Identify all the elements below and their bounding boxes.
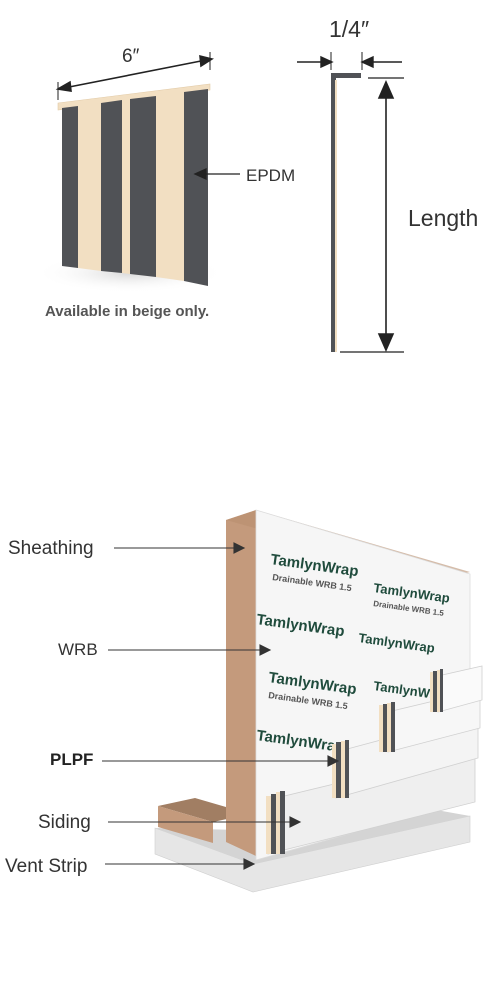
- epdm-leader-arrow: [193, 167, 240, 181]
- epdm-stripe-3: [130, 96, 156, 277]
- length-dimension-arrow: [340, 77, 404, 353]
- siding-label: Siding: [38, 812, 91, 833]
- beige-stripe-2: [122, 99, 130, 274]
- plpf-label: PLPF: [50, 750, 94, 769]
- beige-top-edge: [57, 83, 211, 111]
- vent-strip-label: Vent Strip: [5, 856, 88, 877]
- beige-stripe-3: [156, 92, 184, 281]
- epdm-stripe-1: [62, 106, 78, 268]
- wall-section-illustration: TamlynWrap TamlynWrap TamlynWrap TamlynW…: [102, 509, 483, 893]
- sheathing-edge: [226, 510, 256, 856]
- thickness-label: 1/4″: [329, 16, 370, 42]
- availability-note: Available in beige only.: [45, 303, 210, 320]
- epdm-stripe-4: [184, 89, 208, 286]
- width-dimension-arrow: [55, 52, 215, 100]
- sheathing-label: Sheathing: [8, 538, 94, 559]
- epdm-label: EPDM: [246, 166, 296, 185]
- thickness-dimension-arrows: [297, 52, 402, 70]
- width-label: 6″: [122, 46, 140, 67]
- beige-stripe-1: [78, 103, 101, 271]
- profile-view-illustration: [297, 52, 404, 353]
- product-strip-illustration: [40, 52, 240, 293]
- plpf-strip-2: [332, 740, 349, 798]
- leader-lines: [102, 542, 340, 870]
- plpf-strip-3: [379, 702, 395, 752]
- profile-cross-section: [331, 73, 361, 352]
- epdm-stripe-2: [101, 100, 122, 273]
- length-label: Length: [408, 205, 479, 231]
- wrb-label: WRB: [58, 640, 98, 659]
- sill-block-front: [158, 806, 213, 843]
- plpf-strip-4: [430, 669, 443, 712]
